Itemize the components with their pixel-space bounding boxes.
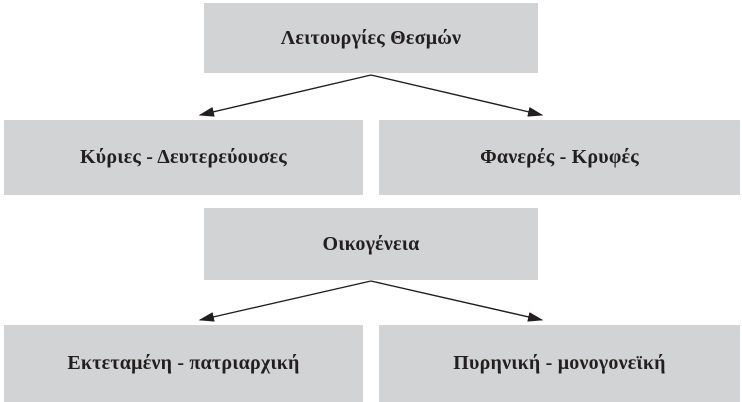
node-nuclear-single-parent: Πυρηνική - μονογονεϊκή <box>379 325 740 402</box>
node-family: Οικογένεια <box>204 208 538 280</box>
arrow-family-to-nuclear-single-parent <box>370 280 544 322</box>
node-extended-patriarchal: Εκτεταμένη - πατριαρχική <box>4 325 363 402</box>
arrow-family-to-extended-patriarchal <box>198 280 372 322</box>
node-main-secondary: Κύριες - Δευτερεύουσες <box>4 120 363 195</box>
arrow-functions-to-main-secondary <box>198 74 372 117</box>
node-manifest-hidden: Φανερές - Κρυφές <box>379 120 740 195</box>
node-institution-functions: Λειτουργίες Θεσμών <box>204 3 538 73</box>
arrow-functions-to-manifest-hidden <box>370 74 544 117</box>
